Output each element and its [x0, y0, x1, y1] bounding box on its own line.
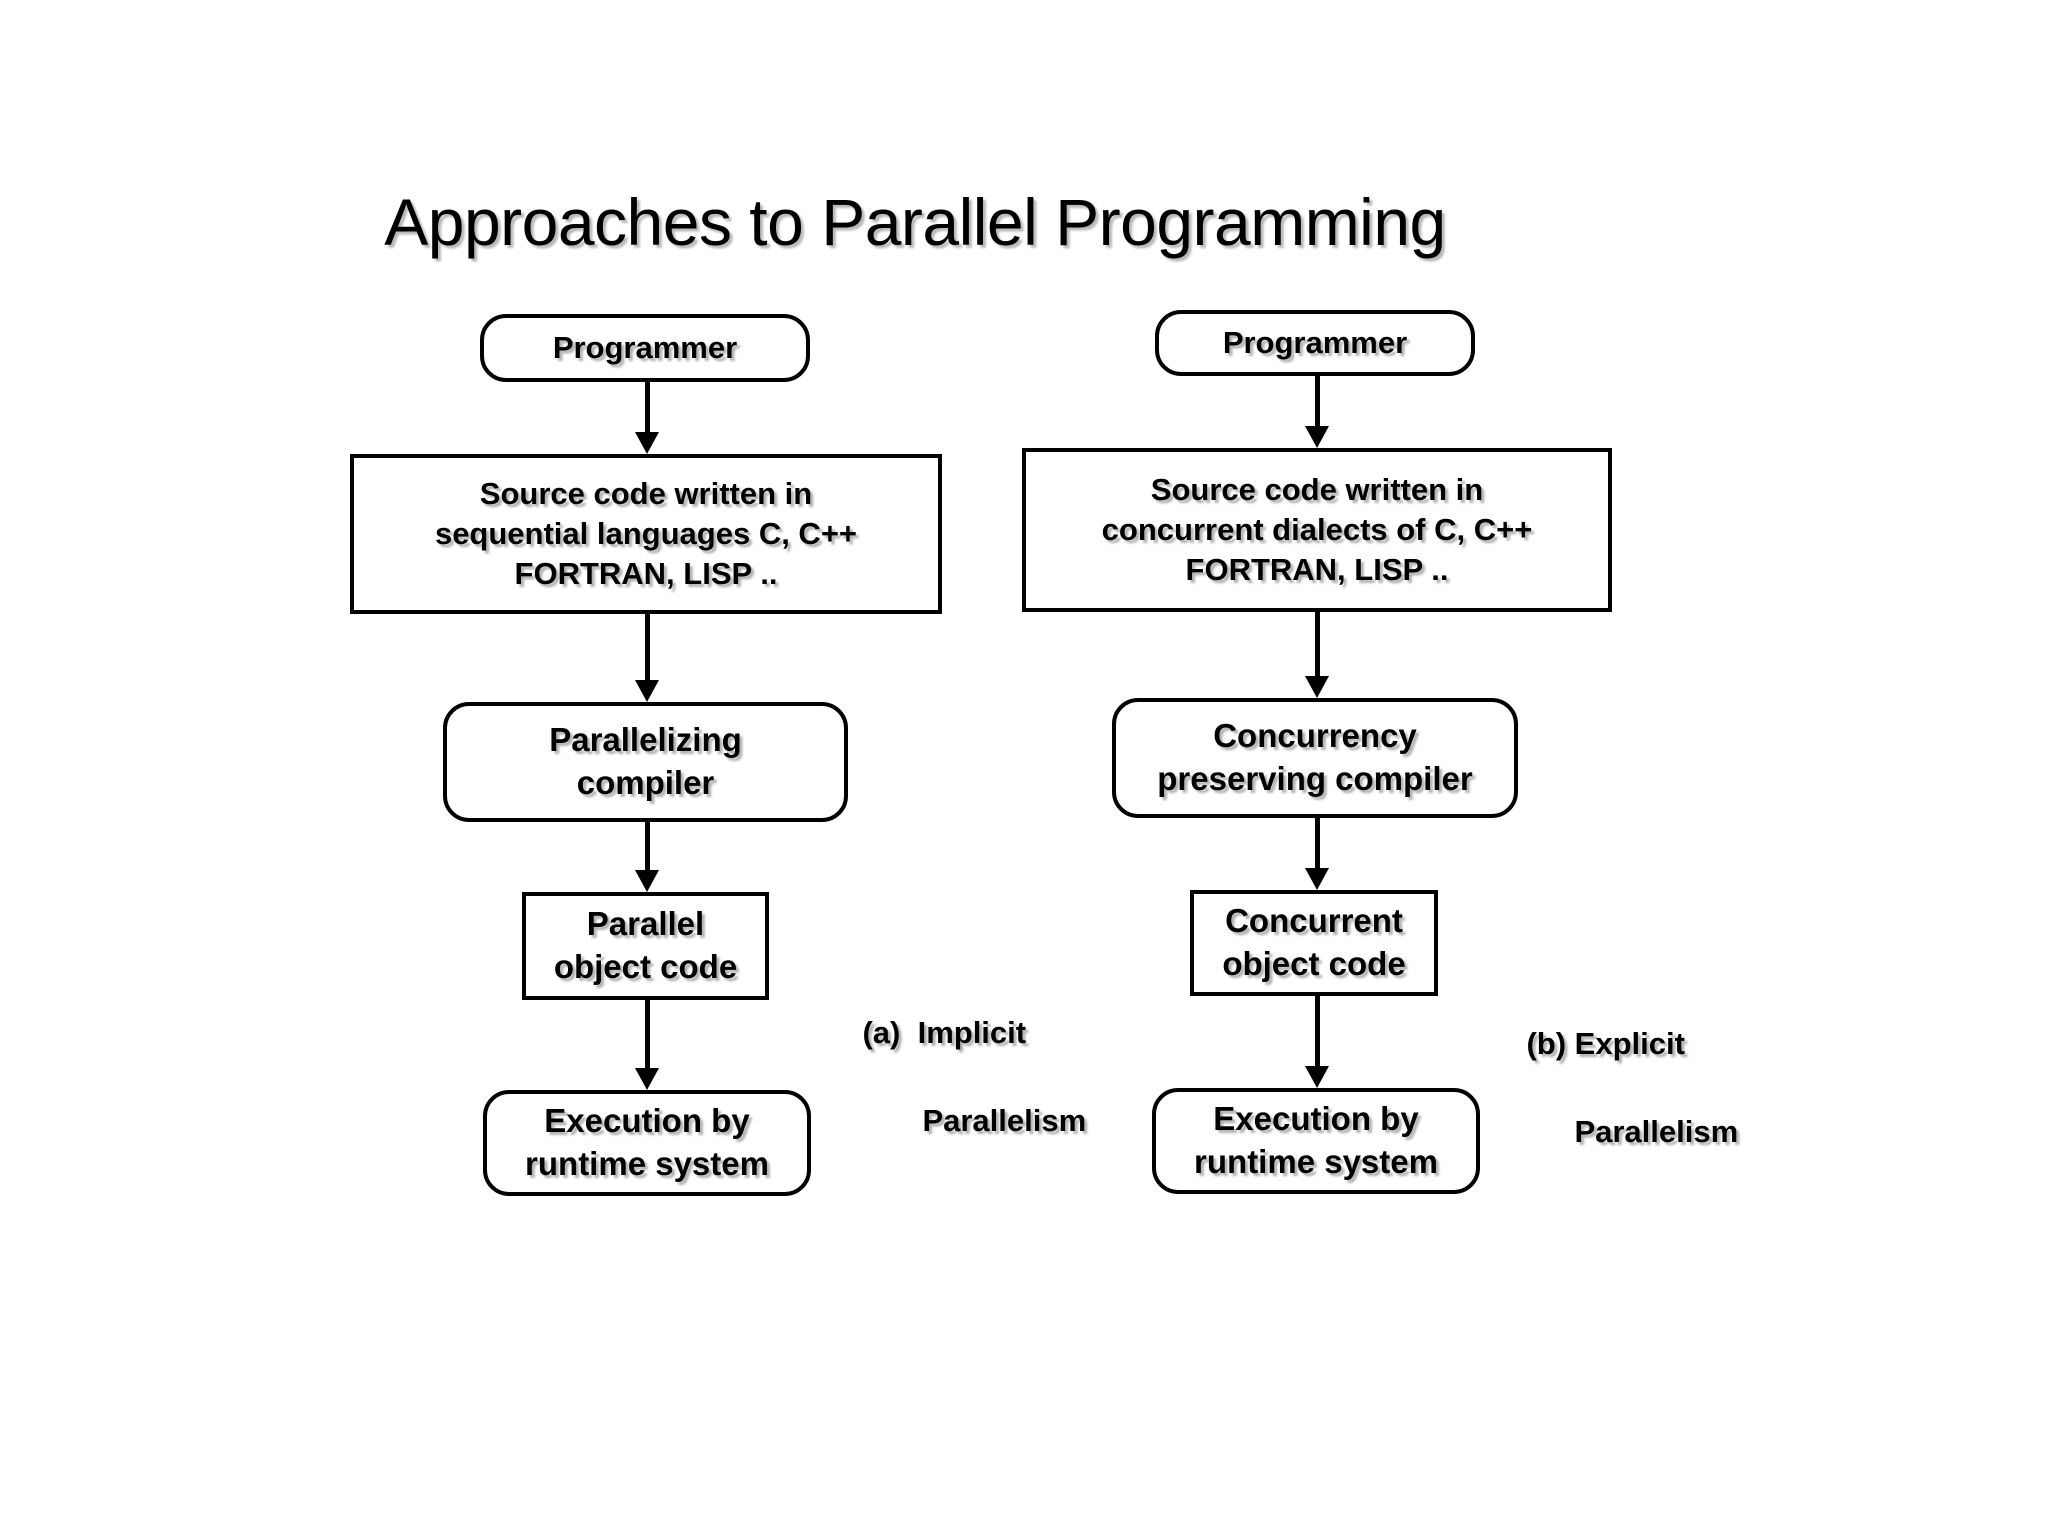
node-compiler-b-line2: preserving compiler [1157, 760, 1473, 797]
caption-implicit-line1: Implicit [917, 1015, 1027, 1051]
arrow-compiler-b-to-object-b [1305, 818, 1329, 890]
node-exec-b[interactable]: Execution by runtime system [1152, 1088, 1480, 1194]
node-programmer-a[interactable]: Programmer [480, 314, 810, 382]
arrow-source-a-to-compiler-a [635, 614, 659, 702]
node-exec-a[interactable]: Execution by runtime system [483, 1090, 811, 1196]
node-compiler-a-line1: Parallelizing [549, 721, 742, 759]
arrow-object-a-to-exec-a [635, 1000, 659, 1090]
node-exec-a-line2: runtime system [525, 1145, 769, 1182]
node-compiler-b[interactable]: Concurrency preserving compiler [1112, 698, 1518, 818]
node-object-a-line2: object code [553, 948, 738, 985]
node-compiler-a-line2: compiler [576, 764, 715, 801]
node-source-b-line3: FORTRAN, LISP .. [1185, 552, 1449, 588]
arrow-object-b-to-exec-b [1305, 996, 1329, 1088]
node-programmer-b-label: Programmer [1222, 324, 1408, 360]
page-title: Approaches to Parallel Programming [384, 185, 1446, 259]
node-source-b-line2: concurrent dialects of C, C++ [1101, 511, 1533, 547]
arrow-source-b-to-compiler-b [1305, 612, 1329, 698]
node-object-b[interactable]: Concurrent object code [1190, 890, 1438, 996]
caption-explicit: (b) Explicit Parallelism [1492, 978, 1738, 1198]
node-source-b[interactable]: Source code written in concurrent dialec… [1022, 448, 1612, 612]
node-programmer-b[interactable]: Programmer [1155, 310, 1475, 376]
node-source-a-line2: sequential languages C, C++ [434, 515, 858, 551]
caption-explicit-line2: Parallelism [1574, 1114, 1739, 1150]
caption-explicit-line1: Explicit [1574, 1026, 1685, 1062]
arrow-programmer-a-to-source-a [635, 382, 659, 454]
node-compiler-b-line1: Concurrency [1213, 717, 1417, 755]
node-exec-b-line1: Execution by [1213, 1100, 1419, 1138]
node-object-a-line1: Parallel [586, 905, 705, 943]
arrow-programmer-b-to-source-b [1305, 376, 1329, 448]
arrow-compiler-a-to-object-a [635, 822, 659, 892]
node-object-b-line1: Concurrent [1225, 902, 1403, 940]
node-object-b-line2: object code [1222, 945, 1406, 982]
node-source-b-line1: Source code written in [1150, 471, 1484, 507]
caption-implicit-marker: (a) [862, 1015, 901, 1051]
caption-implicit: (a) Implicit Parallelism [828, 967, 1086, 1187]
caption-implicit-line2: Parallelism [922, 1103, 1087, 1139]
node-exec-a-line1: Execution by [544, 1102, 750, 1140]
node-source-a-line1: Source code written in [479, 475, 813, 511]
node-programmer-a-label: Programmer [552, 329, 738, 365]
caption-explicit-marker: (b) [1526, 1026, 1567, 1062]
node-source-a-line3: FORTRAN, LISP .. [514, 556, 778, 592]
node-compiler-a[interactable]: Parallelizing compiler [443, 702, 848, 822]
node-source-a[interactable]: Source code written in sequential langua… [350, 454, 942, 614]
node-object-a[interactable]: Parallel object code [522, 892, 769, 1000]
node-exec-b-line2: runtime system [1194, 1143, 1438, 1180]
